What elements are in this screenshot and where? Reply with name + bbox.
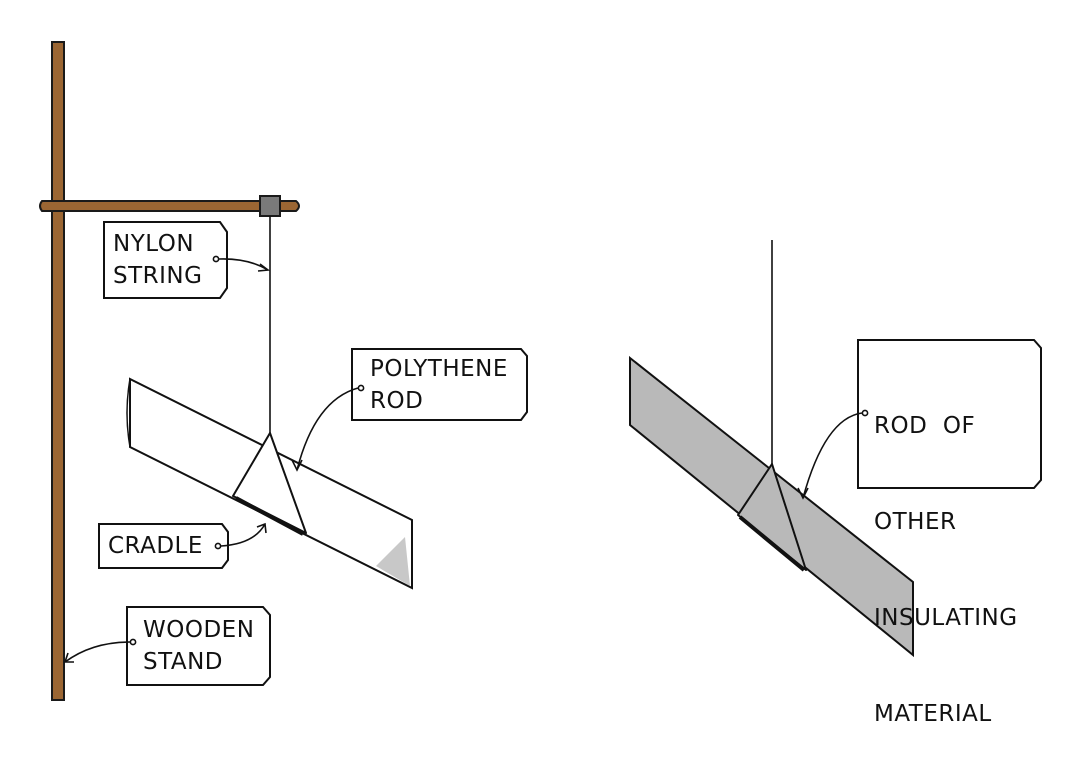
cradle-arrow <box>214 522 267 550</box>
wooden-stand-label-line-1: WOODEN <box>143 617 255 643</box>
stand-arm <box>39 200 300 212</box>
nylon-string-label-line-2: STRING <box>113 263 203 289</box>
other-rod-label: ROD OF OTHER INSULATING MATERIAL <box>874 346 1018 762</box>
nylon-string-label-line-1: NYLON <box>113 231 195 257</box>
polythene-rod-label-line-2: ROD <box>370 388 424 414</box>
polythene-rod-tag-shape <box>351 348 528 421</box>
nylon-string-arrow <box>212 255 271 272</box>
polythene-rod-label: POLYTHENE ROD <box>370 353 508 417</box>
other-rod-label-line-4: MATERIAL <box>874 701 992 727</box>
other-rod-arrow <box>797 409 869 500</box>
other-rod-label-line-3: INSULATING <box>874 605 1018 631</box>
other-rod-label-line-1: ROD OF <box>874 413 976 439</box>
wooden-stand-label-line-2: STAND <box>143 649 224 675</box>
wooden-stand-arrow <box>63 638 137 663</box>
polythene-rod-arrow <box>291 384 365 472</box>
wooden-stand-pole <box>51 41 65 701</box>
cradle-tag-shape <box>98 523 229 569</box>
other-rod-label-line-2: OTHER <box>874 509 957 535</box>
polythene-rod-label-line-1: POLYTHENE <box>370 356 508 382</box>
other-rod-tag-shape <box>857 339 1042 489</box>
nylon-string-label: NYLON STRING <box>113 228 202 292</box>
cradle-left <box>232 432 307 536</box>
polythene-rod-shine <box>376 537 410 586</box>
wooden-stand-tag-shape <box>126 606 271 686</box>
nylon-string-tag-shape <box>103 221 228 299</box>
cradle-right <box>737 463 807 572</box>
clamp-block <box>259 195 281 217</box>
diagram-canvas <box>39 41 1042 701</box>
cradle-label-line-1: CRADLE <box>108 533 203 559</box>
wooden-stand-label: WOODEN STAND <box>143 614 254 678</box>
cradle-label: CRADLE <box>108 530 203 562</box>
